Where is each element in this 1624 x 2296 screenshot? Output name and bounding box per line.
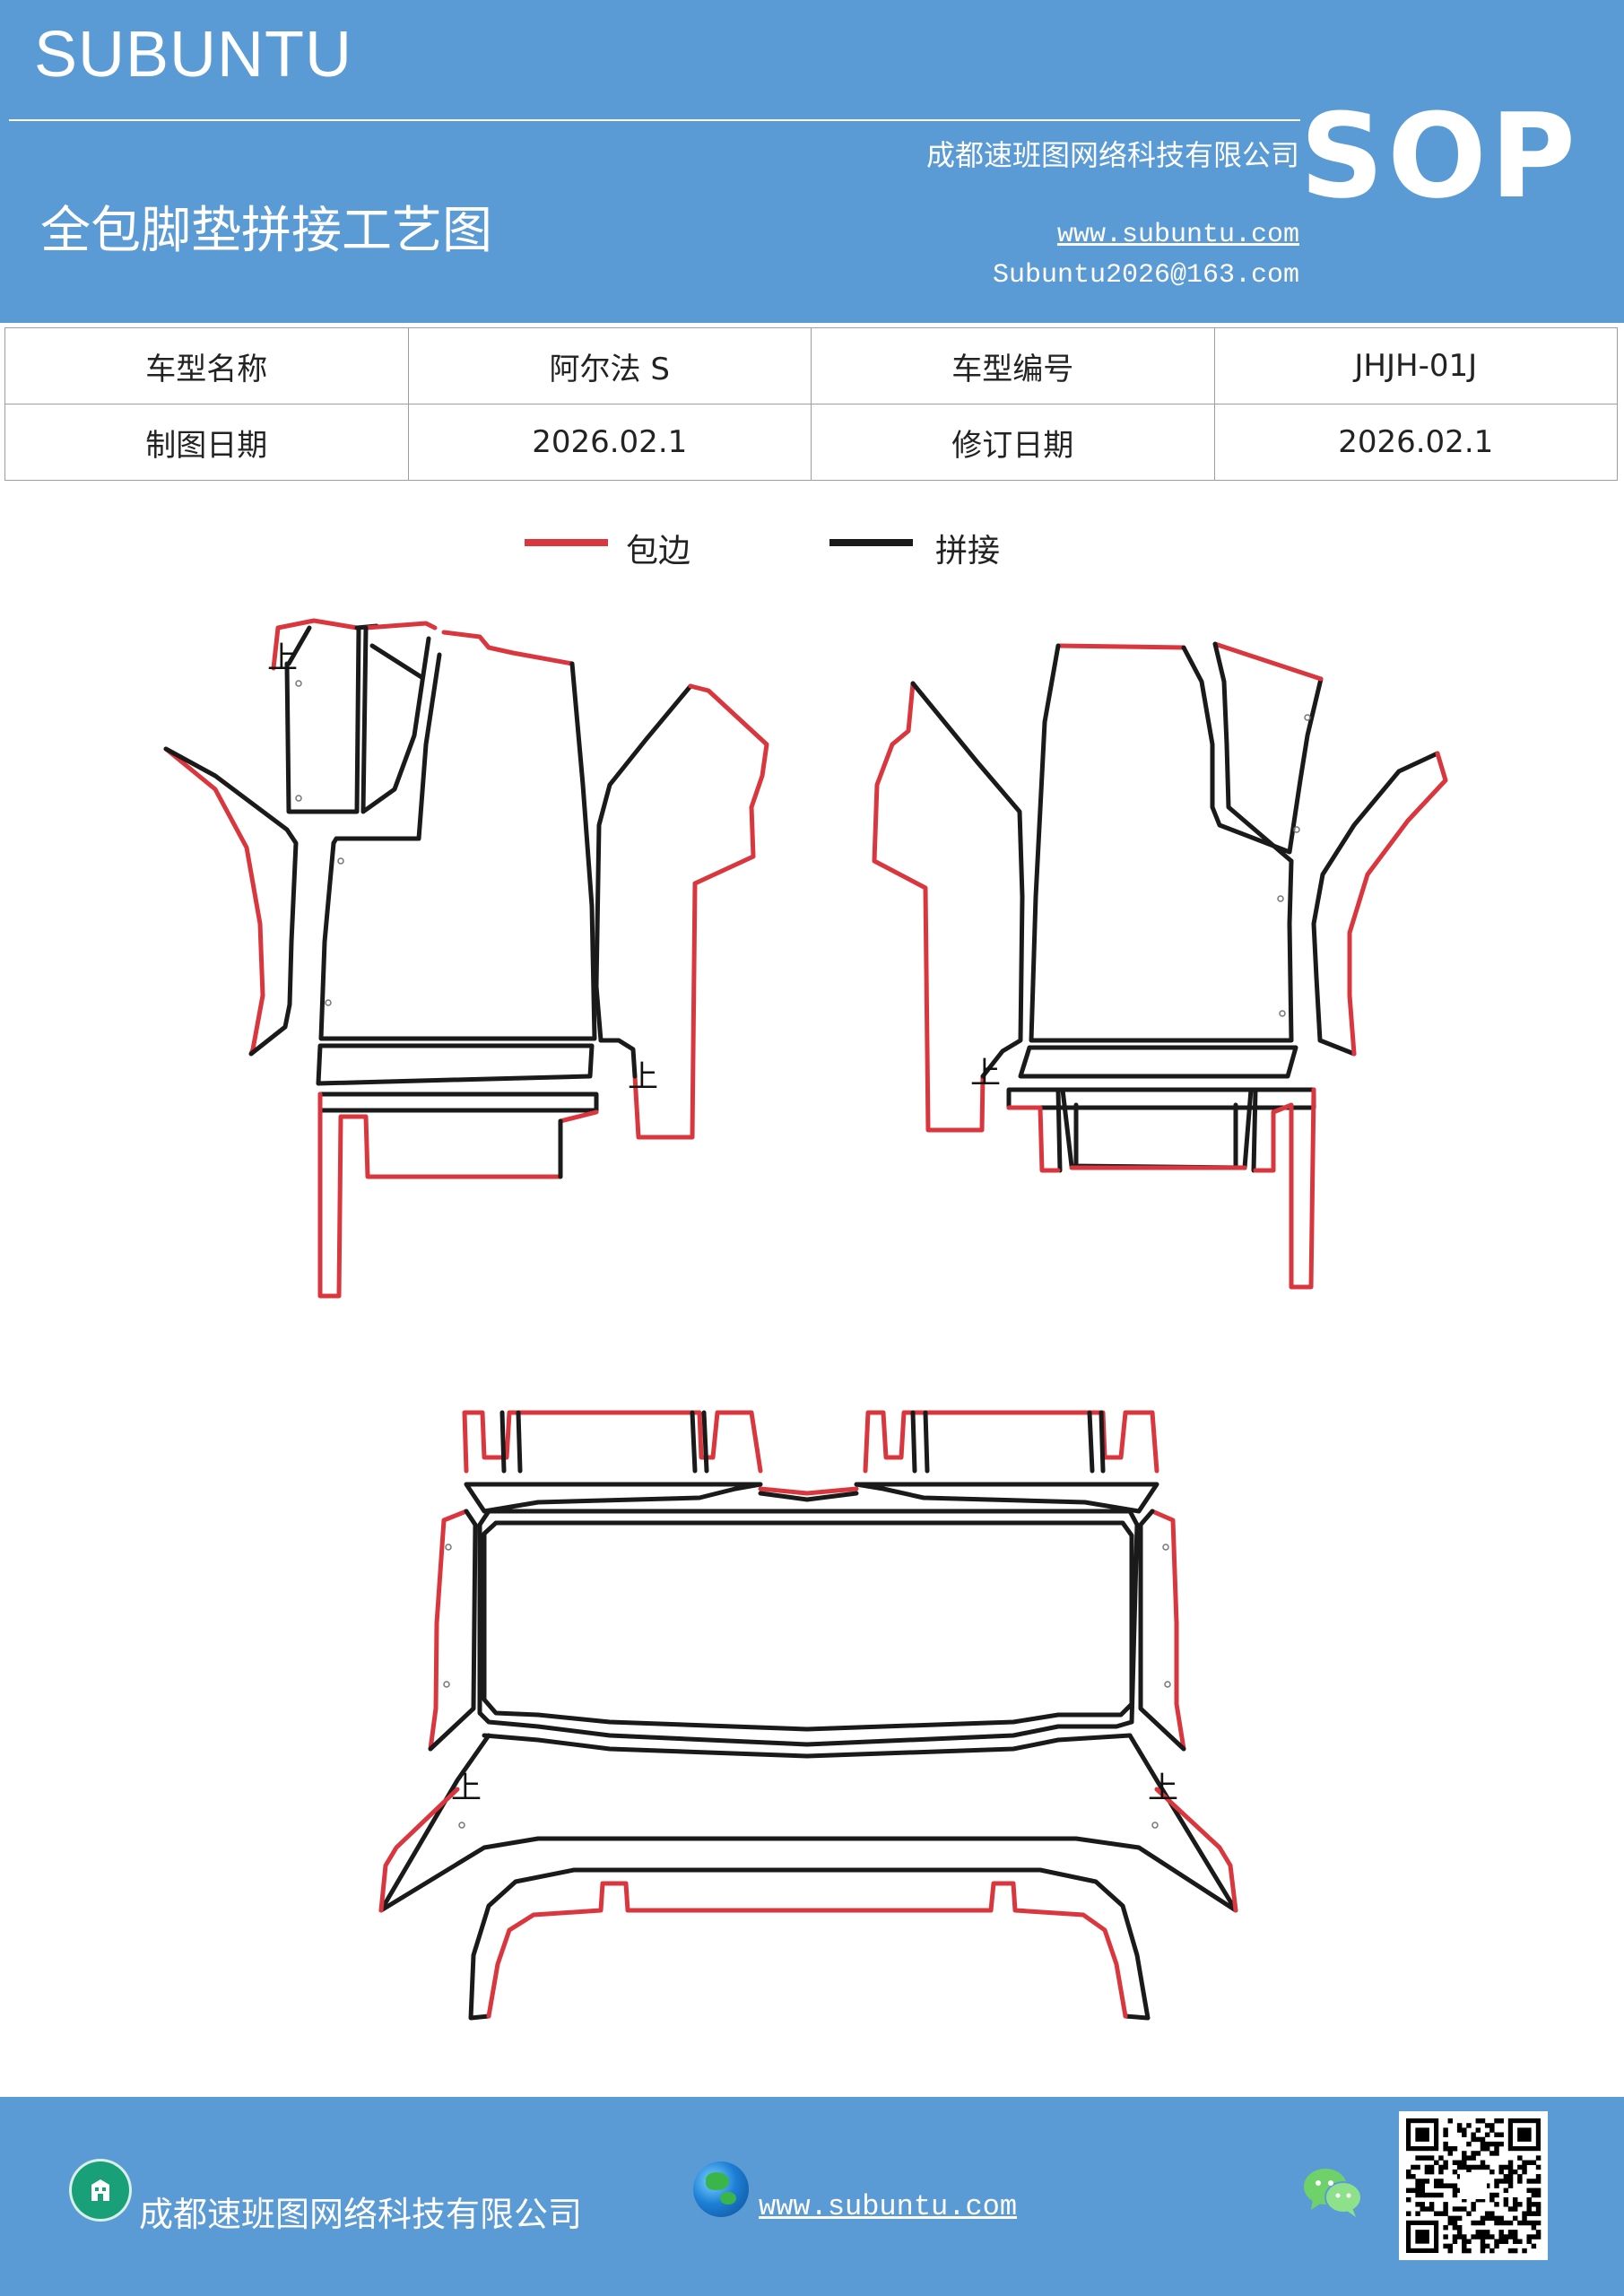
model-name-label: 车型名称 <box>4 327 409 404</box>
sop-badge: SOP <box>1299 88 1579 224</box>
model-code-value: JHJH-01J <box>1213 327 1618 404</box>
draw-date-value: 2026.02.1 <box>407 404 812 481</box>
revision-date-label: 修订日期 <box>811 404 1215 481</box>
header-divider <box>9 119 1300 121</box>
page-title: 全包脚垫拼接工艺图 <box>40 202 492 260</box>
right-front-mat: 上 <box>872 641 1448 1290</box>
rear-mat: 上 上 <box>378 1410 1238 2021</box>
table-row: 车型名称 阿尔法 S 车型编号 JHJH-01J <box>4 327 1618 404</box>
direction-marker: 上 <box>451 1770 482 1806</box>
direction-marker: 上 <box>267 640 298 676</box>
direction-marker: 上 <box>628 1059 658 1095</box>
legend-label-splice: 拼接 <box>935 533 1001 570</box>
vehicle-info-table: 车型名称 阿尔法 S 车型编号 JHJH-01J 制图日期 2026.02.1 … <box>4 327 1618 481</box>
model-code-label: 车型编号 <box>811 327 1215 404</box>
building-icon <box>72 2161 129 2219</box>
footer-banner: 成都速班图网络科技有限公司 www.subuntu.com <box>0 2097 1624 2296</box>
header-website-link[interactable]: www.subuntu.com <box>1056 220 1299 250</box>
header-email[interactable]: Subuntu2026@163.com <box>992 260 1299 291</box>
header-company: 成都速班图网络科技有限公司 <box>925 138 1299 172</box>
legend-swatch-splice <box>829 539 913 546</box>
globe-icon <box>693 2161 749 2217</box>
direction-marker: 上 <box>970 1056 1001 1091</box>
legend-swatch-edging <box>525 539 608 546</box>
legend: 包边 拼接 <box>0 525 1624 570</box>
qr-code[interactable] <box>1399 2111 1548 2260</box>
draw-date-label: 制图日期 <box>4 404 409 481</box>
direction-marker: 上 <box>1148 1770 1178 1806</box>
legend-label-edging: 包边 <box>626 533 691 570</box>
table-row: 制图日期 2026.02.1 修订日期 2026.02.1 <box>4 404 1618 481</box>
left-front-mat: 上 上 <box>163 618 769 1299</box>
footer-website-link[interactable]: www.subuntu.com <box>759 2190 1018 2223</box>
header-banner: SUBUNTU 成都速班图网络科技有限公司 全包脚垫拼接工艺图 www.subu… <box>0 0 1624 323</box>
model-name-value: 阿尔法 S <box>407 327 812 404</box>
brand-name: SUBUNTU <box>34 19 353 91</box>
revision-date-value: 2026.02.1 <box>1213 404 1618 481</box>
footer-company: 成都速班图网络科技有限公司 <box>139 2195 583 2234</box>
wechat-icon[interactable] <box>1302 2165 1365 2219</box>
